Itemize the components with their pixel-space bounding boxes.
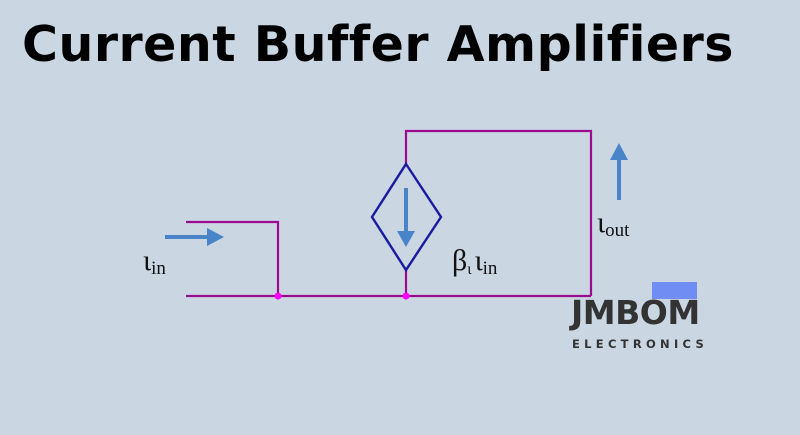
output-current-label: ιout [597,206,630,241]
source-arrow-down-icon [397,188,415,247]
junction-node-center [402,292,410,300]
page-title: Current Buffer Amplifiers [22,16,734,73]
output-loop-wire [404,129,593,296]
logo-tagline: ELECTRONICS [572,337,709,351]
junction-node-left [274,292,282,300]
input-wire-top [186,220,280,296]
wires [186,129,593,298]
logo-name: JMBOM [571,293,700,332]
input-arrow-right-icon [165,228,224,246]
logo-accent-bar [652,282,697,299]
input-current-label: ιin [143,244,166,279]
output-arrow-up-icon [610,143,628,200]
dependent-current-source [370,161,443,273]
